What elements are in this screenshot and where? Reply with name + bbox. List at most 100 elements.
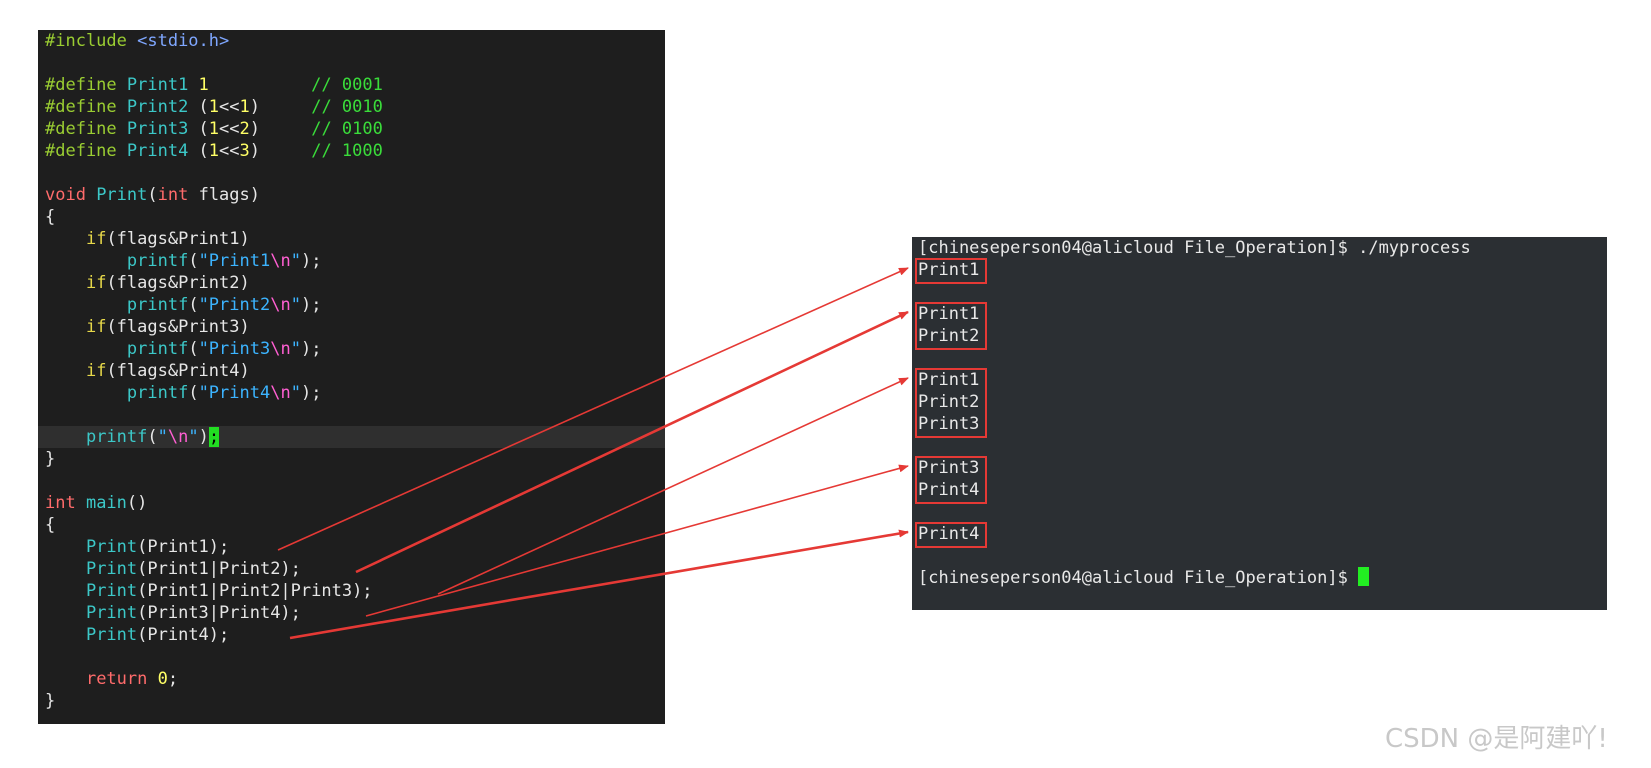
terminal-text: Print2 — [918, 326, 980, 346]
code-token: (Print4); — [137, 625, 230, 645]
code-token: (flags&Print2) — [106, 273, 250, 293]
code-line: printf("\n"); — [38, 426, 665, 448]
code-token: 2 — [239, 119, 250, 139]
code-token: // 1000 — [311, 141, 383, 161]
code-editor[interactable]: #include <stdio.h> #define Print 1 1 // 00… — [38, 30, 665, 724]
terminal-output-line: Print2 — [918, 325, 979, 347]
terminal-output-line: Print1 — [918, 303, 979, 325]
code-line: printf("Print3\n"); — [38, 338, 665, 360]
code-token: ( — [198, 141, 209, 161]
code-token: ( — [188, 383, 199, 403]
code-token: " — [290, 339, 301, 359]
terminal-text: Print1 — [918, 260, 980, 280]
code-token: (Print1|Print2|Print3); — [137, 581, 373, 601]
code-line: #include <stdio.h> — [38, 30, 665, 52]
code-token: (Print1); — [137, 537, 230, 557]
terminal-text: Print3 — [918, 458, 980, 478]
code-token: // 0100 — [311, 119, 383, 139]
code-token: Print3 — [126, 119, 199, 139]
terminal-text: Print4 — [918, 524, 980, 544]
code-token: 1 — [208, 141, 220, 161]
code-token: printf — [126, 383, 189, 403]
code-token: \n — [167, 427, 189, 447]
code-token: 0 — [157, 669, 168, 689]
code-token: ) — [249, 97, 261, 117]
code-token: } — [45, 691, 56, 711]
code-line: Print(Print4); — [38, 624, 665, 646]
output-highlight-box — [915, 258, 988, 284]
code-token: (flags&Print3) — [106, 317, 250, 337]
output-highlight-box — [915, 456, 988, 504]
code-token: 1 — [239, 97, 250, 117]
code-line: if(flags&Print3) — [38, 316, 665, 338]
terminal-cursor — [1358, 567, 1370, 586]
code-token: printf — [126, 295, 189, 315]
code-line: return 0; — [38, 668, 665, 690]
code-token: main — [85, 493, 127, 513]
terminal-text: Print1 — [918, 370, 980, 390]
terminal-text: Print2 — [918, 392, 980, 412]
code-token: ); — [300, 339, 322, 359]
terminal-window[interactable]: [chineseperson04@alicloud File_Operation… — [912, 237, 1607, 610]
code-token: Print — [96, 185, 148, 205]
code-line: Print(Print1); — [38, 536, 665, 558]
code-token: int — [45, 493, 86, 513]
code-token: Print — [85, 537, 138, 557]
code-token: "Print2 — [198, 295, 271, 315]
terminal-text: [chineseperson04@alicloud File_Operation… — [918, 238, 1471, 258]
annotation-arrow — [277, 267, 909, 551]
code-line: printf("Print1\n"); — [38, 250, 665, 272]
code-token: ( — [198, 119, 209, 139]
terminal-output-line: Print1 — [918, 369, 979, 391]
code-token: } — [45, 449, 56, 469]
code-line: if(flags&Print4) — [38, 360, 665, 382]
code-token: \n — [270, 251, 291, 271]
code-token: (Print1|Print2); — [137, 559, 301, 579]
code-token: Print — [85, 559, 138, 579]
terminal-output-line: Print2 — [918, 391, 979, 413]
code-line: } — [38, 690, 665, 712]
code-line: { — [38, 514, 665, 536]
code-token: printf — [126, 251, 189, 271]
code-line: int main() — [38, 492, 665, 514]
code-token: #include — [45, 31, 138, 51]
code-token: 1 — [208, 97, 220, 117]
code-token: ( — [188, 295, 199, 315]
code-token: \n — [270, 295, 291, 315]
code-token: << — [219, 97, 240, 117]
terminal-text: Print3 — [918, 414, 980, 434]
code-token: ( — [147, 185, 158, 205]
code-token: 1 — [198, 75, 209, 95]
code-token: ( — [188, 339, 199, 359]
code-token: Print — [85, 625, 138, 645]
code-token: #define — [45, 119, 127, 139]
code-token: printf — [85, 427, 148, 447]
code-token: { — [45, 207, 56, 227]
terminal-output-line: Print3 — [918, 413, 979, 435]
code-token: " — [290, 383, 301, 403]
code-token: << — [219, 119, 240, 139]
code-token: #define — [45, 75, 127, 95]
code-token: Print — [85, 603, 138, 623]
code-token: (flags&Print1) — [106, 229, 250, 249]
code-token: " — [290, 251, 301, 271]
code-token: printf — [126, 339, 189, 359]
output-highlight-box — [915, 522, 988, 548]
code-token: if — [85, 361, 107, 381]
code-token: return — [85, 669, 158, 689]
terminal-prompt: [chineseperson04@alicloud File_Operation… — [918, 237, 1471, 259]
code-token: <stdio.h> — [137, 31, 230, 51]
output-highlight-box — [915, 368, 988, 438]
code-token: \n — [270, 339, 291, 359]
code-token: // 0010 — [311, 97, 383, 117]
code-token: " — [157, 427, 168, 447]
code-token: Print2 — [126, 97, 199, 117]
code-token: (flags&Print4) — [106, 361, 250, 381]
code-token: " — [290, 295, 301, 315]
code-line: #define Print3 (1<<2) // 0100 — [38, 118, 665, 140]
code-line: } — [38, 448, 665, 470]
code-token: (Print3|Print4); — [137, 603, 301, 623]
annotation-arrow — [365, 464, 909, 617]
code-token: ); — [300, 251, 322, 271]
